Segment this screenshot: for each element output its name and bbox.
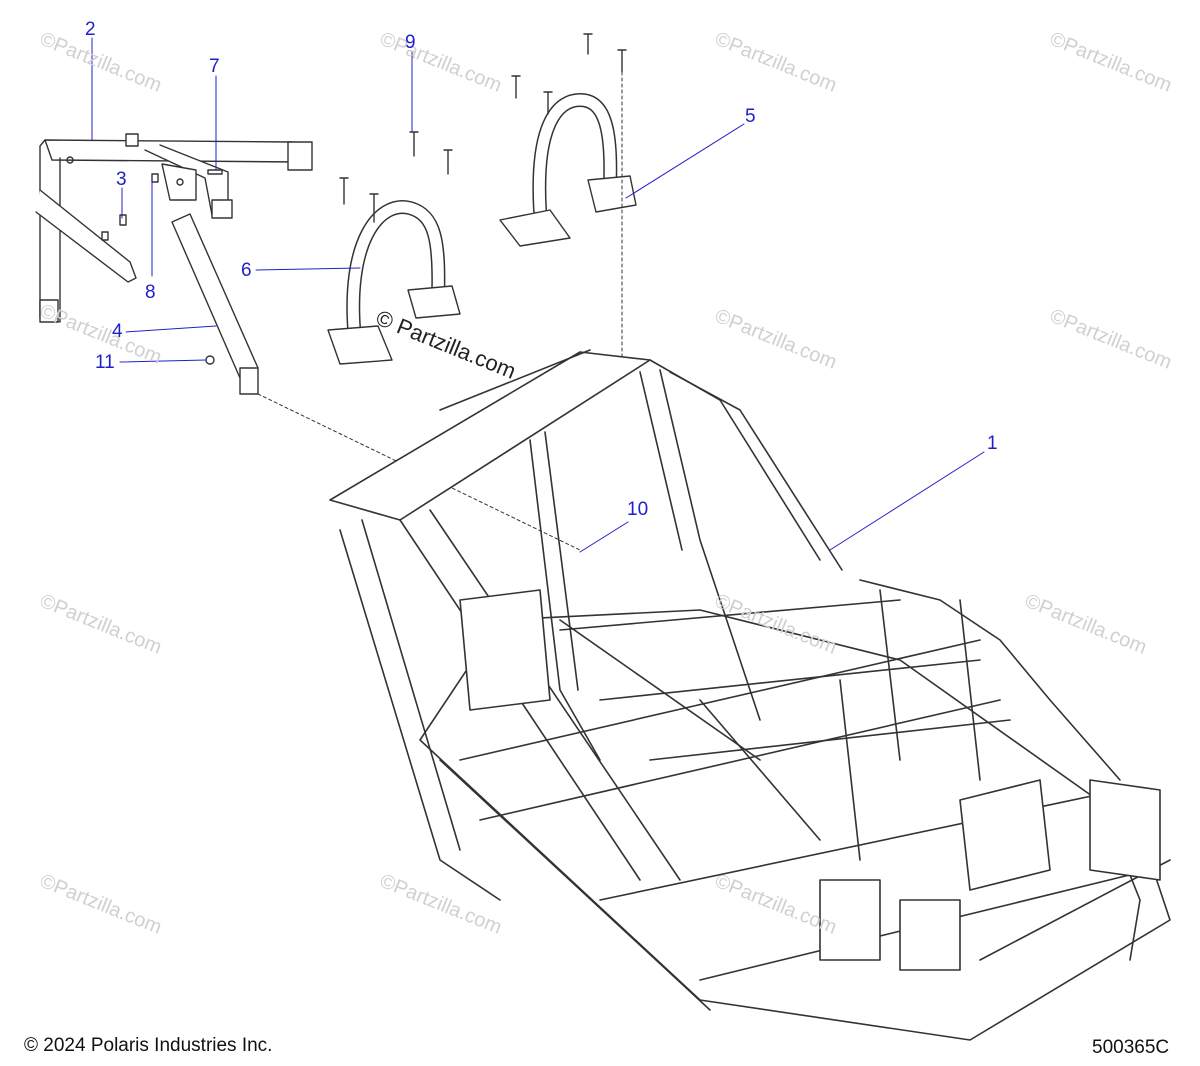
leader-line-10 [579, 521, 629, 553]
leader-line-1 [829, 451, 985, 551]
leader-line-6 [255, 267, 361, 271]
callout-2[interactable]: 2 [85, 19, 96, 40]
diagram-code: 500365C [1092, 1037, 1170, 1058]
copyright-text: © 2024 Polaris Industries Inc. [24, 1035, 273, 1056]
alignment-line-diagonal [257, 393, 581, 551]
callout-7[interactable]: 7 [209, 56, 220, 77]
grab-handle-rear [499, 93, 637, 247]
callout-9[interactable]: 9 [405, 32, 416, 53]
main-chassis-frame [329, 349, 1171, 1041]
grab-handle-front [327, 200, 461, 365]
callout-6[interactable]: 6 [241, 260, 252, 281]
callout-3[interactable]: 3 [116, 169, 127, 190]
leader-line-11 [119, 359, 207, 363]
callout-4[interactable]: 4 [112, 321, 123, 342]
hardware-bolts-top [339, 33, 627, 223]
callout-11[interactable]: 11 [95, 352, 115, 373]
callout-10[interactable]: 10 [627, 499, 649, 520]
hardware-bolts-left [101, 169, 223, 365]
leader-line-4 [125, 325, 217, 333]
diagonal-support-tube [171, 213, 259, 395]
leader-line-5 [625, 123, 745, 199]
callout-1[interactable]: 1 [987, 433, 998, 454]
callout-5[interactable]: 5 [745, 106, 756, 127]
front-brace-assembly [35, 133, 313, 323]
callout-8[interactable]: 8 [145, 282, 156, 303]
